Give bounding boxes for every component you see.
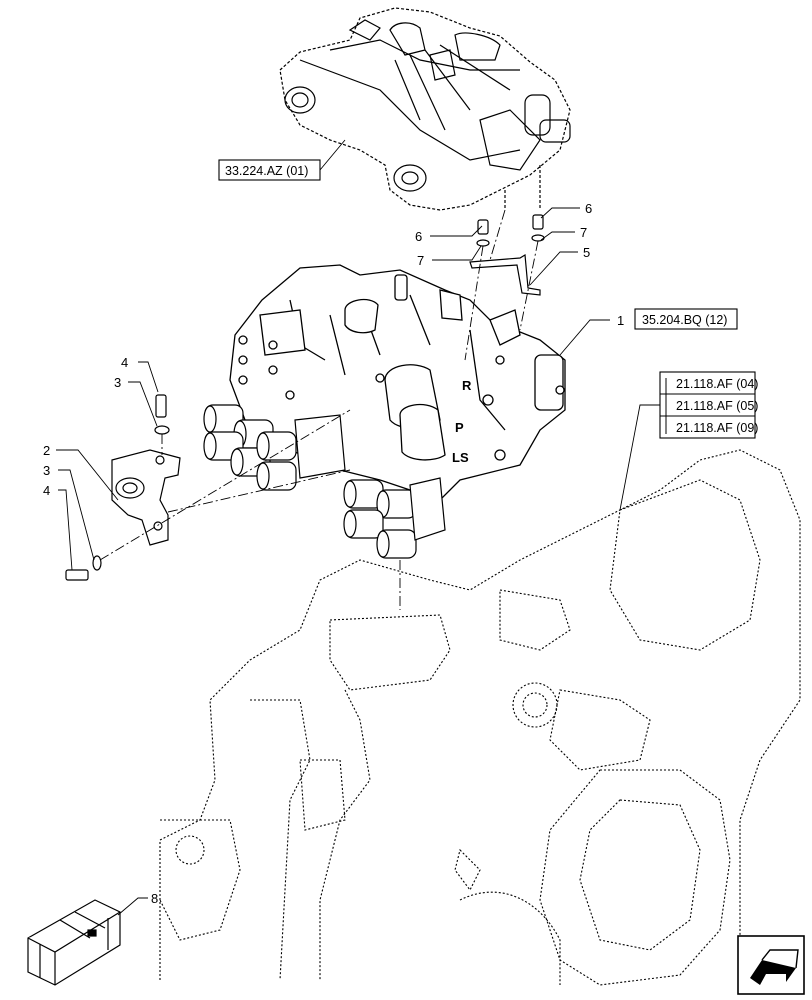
callout-8: 8 [151,891,158,906]
callout-1: 1 [617,313,624,328]
callout-7-right: 7 [580,225,587,240]
port-label-r: R [462,378,472,393]
reference-box-21118-05[interactable]: 21.118.AF (05) [676,399,758,413]
valve-port-labels: R P LS [452,378,472,465]
next-page-arrow-icon[interactable] [737,935,805,995]
leader-line [319,139,346,171]
leader-line [619,404,660,511]
upper-hitch-assembly [279,7,571,211]
callout-4-bottom: 4 [43,483,50,498]
callout-3-top: 3 [114,375,121,390]
port-label-ls: LS [452,450,469,465]
reference-box-33224[interactable]: 33.224.AZ (01) [218,159,321,181]
callout-7-left: 7 [417,253,424,268]
callout-3-bottom: 3 [43,463,50,478]
callout-2: 2 [43,443,50,458]
callout-6-right: 6 [585,201,592,216]
callout-6-left: 6 [415,229,422,244]
reference-box-21118-09[interactable]: 21.118.AF (09) [676,421,758,435]
callout-4-top: 4 [121,355,128,370]
callout-5: 5 [583,245,590,260]
tractor-frame [159,449,801,986]
quick-couplers [203,404,446,559]
reference-box-stack-21118: 21.118.AF (04) 21.118.AF (05) 21.118.AF … [659,371,758,439]
port-label-p: P [455,420,464,435]
callouts [56,207,610,916]
parts-box-part-8 [27,899,121,986]
callout-labels: 6 6 7 7 5 1 4 3 2 3 4 8 [43,201,624,906]
coupler-group-left [203,404,346,491]
reference-box-21118-04[interactable]: 21.118.AF (04) [676,377,758,391]
reference-box-35204[interactable]: 35.204.BQ (12) [634,308,738,330]
assembly-guide-lines [99,209,539,610]
coupler-group-right [343,477,446,559]
reference-text: 35.204.BQ (12) [642,313,727,327]
reference-text: 33.224.AZ (01) [225,164,308,178]
support-arm-part-2 [65,394,181,581]
